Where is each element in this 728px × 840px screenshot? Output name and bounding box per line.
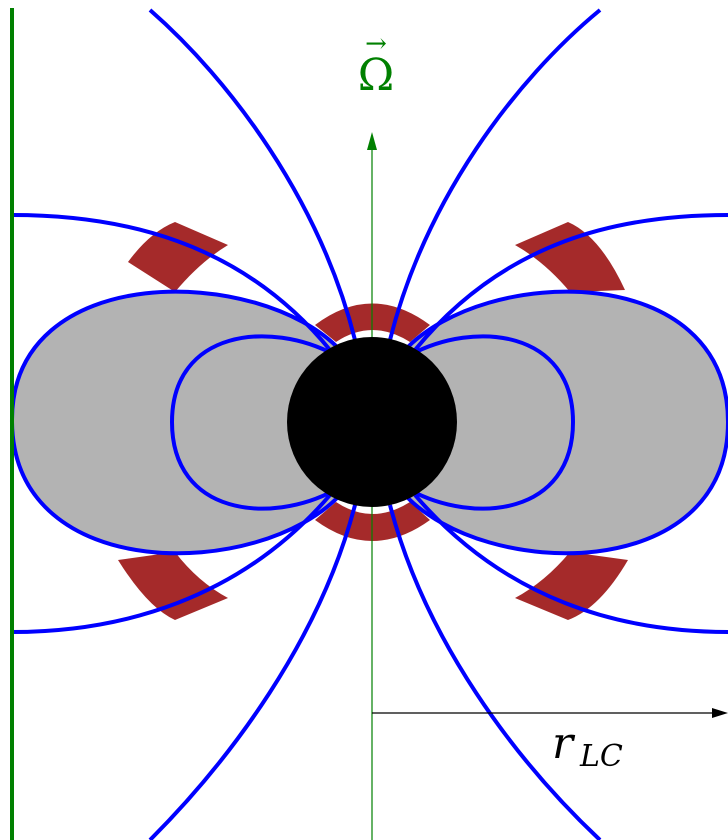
emission-band-lower-right (515, 552, 628, 620)
open-field-line-upper-inner-left (11, 213, 332, 352)
omega-arrow-glyph: → (365, 29, 387, 59)
open-field-line-lower-inner-right (413, 493, 728, 634)
field-lines (9, 8, 728, 840)
angular-velocity-label: → Ω (358, 29, 394, 101)
neutron-star (287, 337, 457, 507)
open-field-line-lower-inner-left (11, 493, 332, 634)
open-field-line-upper-outer-left (148, 8, 357, 341)
light-cylinder-radius-label: r LC (552, 718, 623, 774)
closed-zone-left (11, 291, 340, 554)
radius-subscript: LC (579, 739, 623, 774)
closed-field-line-right-inner (409, 334, 576, 511)
emission-band-upper-left (128, 222, 228, 292)
emission-band-upper-right (515, 222, 625, 292)
open-field-line-upper-inner-right (413, 213, 728, 352)
radius-symbol: r (552, 718, 576, 769)
closed-zone-right (405, 291, 728, 554)
omega-symbol: Ω (358, 50, 394, 101)
closed-field-line-left-inner (169, 334, 336, 511)
open-field-line-upper-outer-right (388, 8, 602, 341)
light-cylinder-radius-arrowhead (712, 708, 728, 718)
open-field-line-lower-outer-right (388, 504, 602, 840)
rotation-axis-arrowhead (367, 132, 377, 150)
closed-zone (11, 291, 728, 554)
open-field-line-lower-outer-left (148, 504, 357, 840)
emission-band-lower-left (118, 552, 228, 620)
closed-field-line-right-outer (403, 289, 728, 556)
